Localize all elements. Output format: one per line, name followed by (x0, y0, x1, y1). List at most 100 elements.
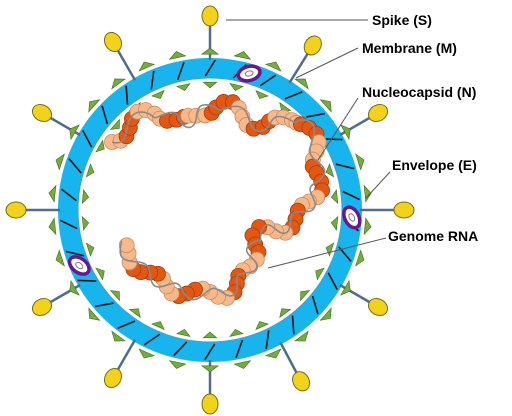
envelope-protein-inner (244, 70, 254, 77)
membrane-domain (88, 307, 101, 321)
membrane-bridge (259, 74, 277, 87)
membrane-protein (315, 267, 351, 296)
membrane-protein (69, 124, 105, 153)
spike-head (303, 35, 322, 56)
spike-protein (288, 35, 322, 84)
membrane-domain (355, 249, 365, 267)
membrane-protein (168, 328, 191, 369)
nucleocapsid-leader-line (317, 97, 359, 161)
envelope-leader-line (365, 171, 391, 199)
membrane-domain (69, 279, 80, 296)
membrane-domain (111, 78, 126, 90)
membrane-protein (138, 61, 165, 99)
nucleocapsid-bead (118, 237, 135, 254)
membrane-protein (138, 321, 165, 359)
membrane-domain (229, 83, 244, 92)
envelope-protein-inner (75, 261, 84, 270)
membrane-domain (95, 267, 105, 281)
membrane-domain (109, 290, 120, 302)
membrane-domain (229, 328, 244, 337)
envelope-label: Envelope (E) (392, 157, 477, 173)
spike-stalk (115, 48, 137, 81)
membrane-protein (200, 331, 220, 373)
membrane-bridge (60, 188, 77, 202)
membrane-domain (85, 163, 95, 178)
spike-head (31, 297, 53, 317)
membrane-domain (88, 99, 101, 113)
membrane-domain (363, 217, 372, 236)
membrane-domain (340, 279, 351, 296)
membrane-bridge (77, 279, 97, 282)
membrane-bridge (173, 341, 188, 357)
membrane-domain (55, 249, 65, 267)
membrane-protein (111, 308, 141, 342)
spike-label: Spike (S) (372, 12, 432, 28)
membrane-domain (95, 139, 105, 153)
membrane-protein (300, 290, 332, 321)
spike-head (103, 31, 123, 53)
spike-head (201, 393, 219, 415)
membrane-domain (233, 360, 252, 369)
spike-protein (103, 31, 137, 81)
spike-stalk (339, 283, 372, 305)
membrane-protein (69, 267, 105, 296)
membrane-domain (48, 217, 57, 236)
envelope-proteins (67, 64, 362, 276)
spike-stalk (288, 51, 310, 84)
membrane-domain (109, 118, 120, 130)
membrane-bridge (117, 320, 136, 329)
envelope-protein (342, 205, 362, 230)
membrane-domain (300, 290, 311, 302)
membrane-domain (255, 321, 269, 331)
membrane-bridge (311, 295, 319, 315)
spike-stalk (115, 339, 137, 372)
membrane-domain (325, 242, 335, 257)
membrane-protein (255, 321, 282, 359)
membrane-domain (128, 308, 141, 319)
membrane-leader-line (295, 47, 359, 79)
membrane-bridge (342, 190, 360, 201)
membrane-domain (200, 47, 220, 55)
spike-stalk (279, 341, 299, 375)
membrane-domain (81, 189, 90, 205)
membrane-protein (88, 290, 120, 321)
membrane-protein (279, 78, 309, 112)
genome-leader-line (267, 237, 387, 269)
membrane-bridge (82, 130, 93, 148)
membrane-domain (200, 365, 220, 373)
membrane-domain (168, 51, 187, 60)
membrane-domain (151, 321, 165, 331)
spike-proteins (5, 5, 415, 415)
spike-protein (360, 201, 415, 219)
membrane-domain (138, 348, 156, 359)
membrane-domain (81, 215, 90, 231)
membrane-domain (315, 267, 325, 281)
membrane-domain (176, 83, 191, 92)
nucleocapsid-strand (104, 94, 330, 306)
membrane-domain (138, 61, 156, 72)
spike-head (292, 371, 311, 392)
membrane-bridge (60, 219, 78, 230)
nucleocapsid-label: Nucleocapsid (N) (362, 84, 476, 100)
membrane-bridge (335, 163, 355, 170)
membrane-protein (48, 184, 90, 205)
membrane-protein (255, 61, 282, 99)
membrane-domain (168, 360, 187, 369)
membrane-domain (355, 153, 365, 171)
envelope-protein (236, 64, 262, 83)
membrane-domain (176, 328, 191, 337)
membrane-domain (233, 51, 252, 60)
membrane-domain (340, 124, 351, 141)
spike-protein (103, 339, 137, 389)
spike-protein (5, 201, 60, 219)
membrane-domain (264, 348, 282, 359)
genome-rna-strand (111, 104, 326, 301)
membrane-domain (151, 89, 165, 99)
membrane-bridge (291, 315, 295, 335)
membrane-domain (69, 124, 80, 141)
membrane-domain (264, 61, 282, 72)
membrane-protein (48, 215, 90, 236)
membrane-bridge (68, 158, 82, 174)
spike-protein (201, 5, 219, 60)
membrane-bridge (235, 339, 244, 358)
